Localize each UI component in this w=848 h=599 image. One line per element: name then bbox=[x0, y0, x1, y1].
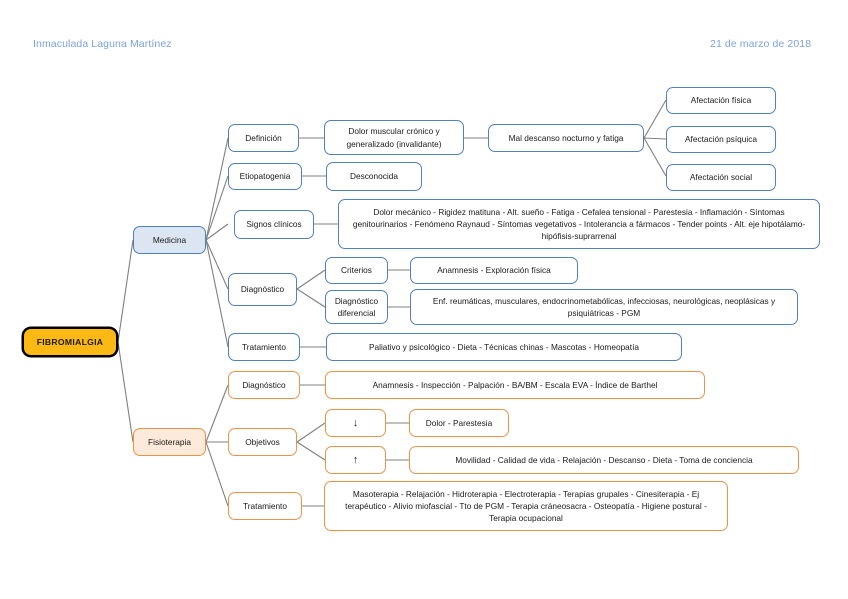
node-label: Dolor muscular crónico y generalizado (i… bbox=[346, 126, 442, 149]
node-signos-clinicos[interactable]: Signos clínicos bbox=[234, 210, 314, 239]
node-label: Signos clínicos bbox=[246, 219, 302, 230]
node-label: Masoterapia - Relajación - Hidroterapia … bbox=[345, 488, 707, 523]
node-label: Fisioterapia bbox=[148, 436, 191, 447]
node-label: Dolor mecánico - Rigidez matituna - Alt.… bbox=[352, 206, 806, 241]
header-date: 21 de marzo de 2018 bbox=[710, 38, 812, 50]
node-label: Afectación psíquica bbox=[685, 134, 757, 145]
node-tratamiento-fisioterapia[interactable]: Tratamiento bbox=[228, 492, 302, 520]
node-objetivo-aumentar-detalle[interactable]: Movilidad - Calidad de vida - Relajación… bbox=[409, 446, 799, 474]
node-root-fibromialgia[interactable]: FIBROMIALGIA bbox=[22, 327, 118, 357]
node-label: Medicina bbox=[152, 234, 187, 245]
node-objetivo-disminuir[interactable]: ↓ bbox=[325, 409, 386, 437]
arrow-up-icon: ↑ bbox=[352, 453, 359, 466]
node-label: Diagnóstico bbox=[240, 284, 285, 295]
node-label: Etiopatogenia bbox=[239, 171, 291, 182]
node-objetivos[interactable]: Objetivos bbox=[228, 428, 297, 456]
node-label: Movilidad - Calidad de vida - Relajación… bbox=[455, 454, 753, 465]
node-afectacion-social[interactable]: Afectación social bbox=[666, 164, 776, 191]
node-label: Tratamiento bbox=[242, 341, 286, 352]
node-label: Enf. reumáticas, musculares, endocrinome… bbox=[432, 295, 776, 318]
node-objetivo-aumentar[interactable]: ↑ bbox=[325, 446, 386, 474]
node-afectacion-psiquica[interactable]: Afectación psíquica bbox=[666, 126, 776, 153]
node-tratamiento-medicina[interactable]: Tratamiento bbox=[228, 333, 300, 361]
node-diagnostico-fisioterapia[interactable]: Diagnóstico bbox=[228, 371, 300, 399]
node-tratamiento-medicina-detalle[interactable]: Paliativo y psicológico - Dieta - Técnic… bbox=[326, 333, 682, 361]
arrow-down-icon: ↓ bbox=[352, 416, 359, 429]
header-author: Inmaculada Laguna Martínez bbox=[33, 38, 172, 50]
node-dolor-muscular-cronico[interactable]: Dolor muscular crónico y generalizado (i… bbox=[324, 120, 464, 155]
node-tratamiento-fisioterapia-detalle[interactable]: Masoterapia - Relajación - Hidroterapia … bbox=[324, 481, 728, 531]
node-label: Anamnesis - Inspección - Palpación - BA/… bbox=[372, 379, 658, 390]
node-objetivo-disminuir-detalle[interactable]: Dolor - Parestesia bbox=[409, 409, 509, 437]
node-signos-clinicos-detalle[interactable]: Dolor mecánico - Rigidez matituna - Alt.… bbox=[338, 199, 820, 249]
node-label: Afectación física bbox=[690, 95, 752, 106]
node-diagnostico-diferencial[interactable]: Diagnóstico diferencial bbox=[325, 290, 388, 324]
node-mal-descanso-nocturno[interactable]: Mal descanso nocturno y fatiga bbox=[488, 124, 644, 152]
node-etiopatogenia[interactable]: Etiopatogenia bbox=[228, 163, 302, 190]
node-label: Paliativo y psicológico - Dieta - Técnic… bbox=[368, 341, 640, 352]
node-label: Diagnóstico diferencial bbox=[334, 295, 379, 318]
node-diagnostico-fisioterapia-detalle[interactable]: Anamnesis - Inspección - Palpación - BA/… bbox=[325, 371, 705, 399]
node-medicina[interactable]: Medicina bbox=[133, 226, 206, 254]
node-label: Anamnesis - Exploración física bbox=[437, 265, 551, 276]
node-label: Dolor - Parestesia bbox=[425, 417, 493, 428]
node-label: Afectación social bbox=[689, 172, 753, 183]
node-label: Definición bbox=[245, 132, 282, 143]
node-label: Criterios bbox=[341, 265, 372, 276]
node-label: FIBROMIALGIA bbox=[36, 336, 104, 347]
node-label: Objetivos bbox=[245, 436, 280, 447]
node-criterios-detalle[interactable]: Anamnesis - Exploración física bbox=[410, 257, 578, 284]
node-afectacion-fisica[interactable]: Afectación física bbox=[666, 87, 776, 114]
node-desconocida[interactable]: Desconocida bbox=[326, 162, 422, 191]
node-criterios[interactable]: Criterios bbox=[325, 257, 388, 284]
node-label: Tratamiento bbox=[243, 500, 287, 511]
node-fisioterapia[interactable]: Fisioterapia bbox=[133, 428, 206, 456]
node-definicion[interactable]: Definición bbox=[228, 124, 299, 152]
node-label: Diagnóstico bbox=[242, 379, 286, 390]
node-diagnostico-medicina[interactable]: Diagnóstico bbox=[228, 273, 297, 306]
node-diagnostico-diferencial-detalle[interactable]: Enf. reumáticas, musculares, endocrinome… bbox=[410, 289, 798, 325]
node-label: Desconocida bbox=[350, 171, 398, 182]
node-label: Mal descanso nocturno y fatiga bbox=[508, 132, 624, 143]
